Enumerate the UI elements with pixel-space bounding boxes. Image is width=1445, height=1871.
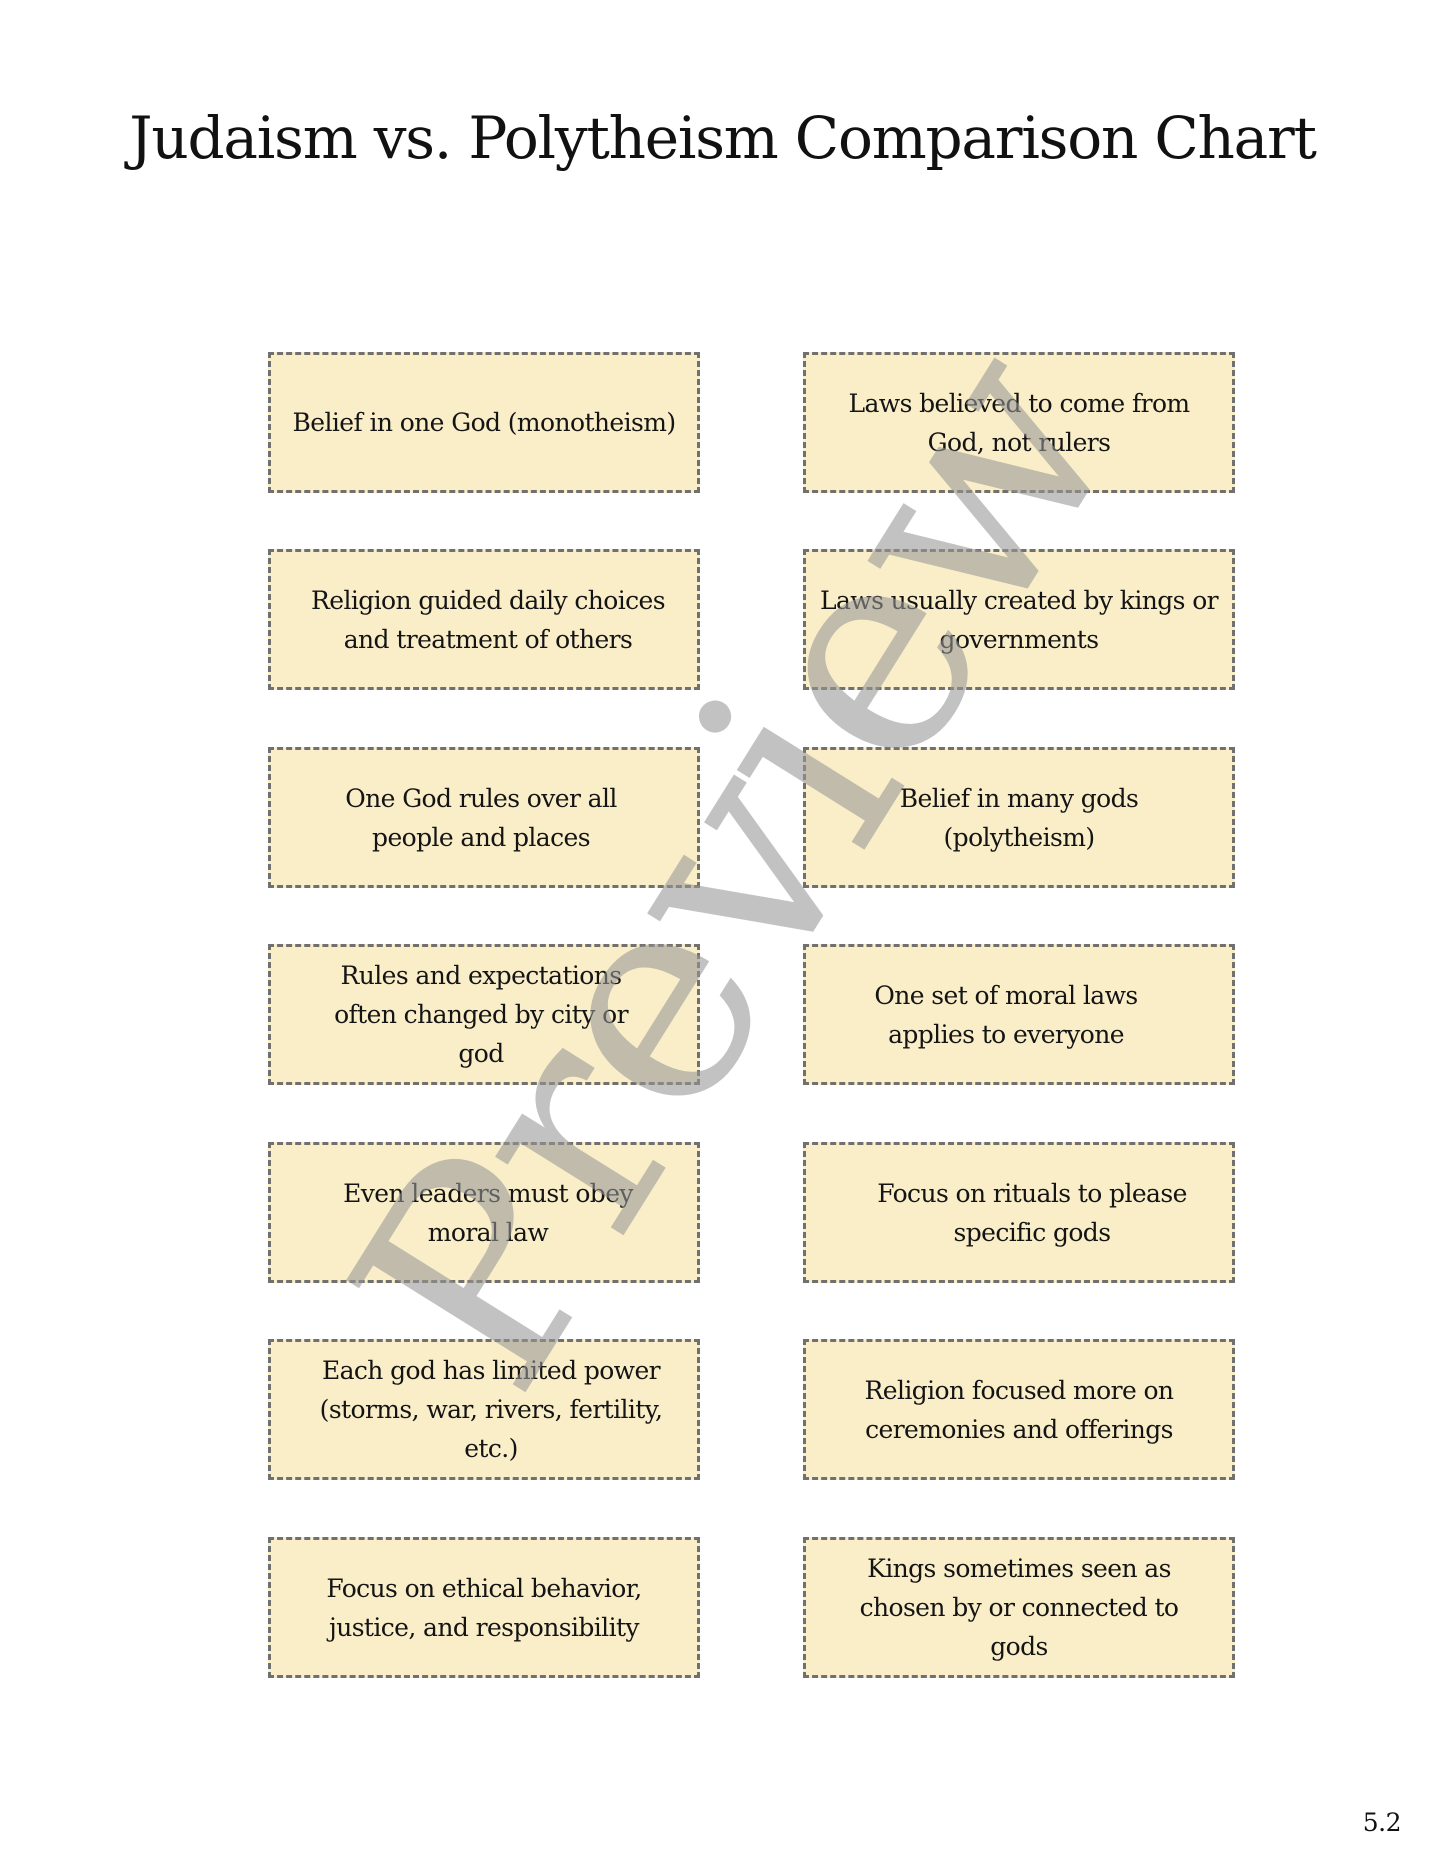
card-text: Belief in one God (monotheism) (292, 408, 677, 437)
sort-card-left-1[interactable]: Belief in one God (monotheism) (268, 352, 700, 493)
card-text: Belief in many gods (polytheism) (899, 783, 1139, 852)
card-text: Laws usually created by kings or governm… (819, 585, 1219, 654)
card-text: Even leaders must obey moral law (343, 1178, 633, 1247)
card-text: Laws believed to come from God, not rule… (848, 388, 1190, 457)
sort-card-left-2[interactable]: Religion guided daily choices and treatm… (268, 549, 700, 690)
sort-card-left-3[interactable]: One God rules over all people and places (268, 747, 700, 888)
page-title: Judaism vs. Polytheism Comparison Chart (129, 104, 1317, 172)
sort-card-left-7[interactable]: Focus on ethical behavior, justice, and … (268, 1537, 700, 1678)
sort-card-right-5[interactable]: Focus on rituals to please specific gods (803, 1142, 1235, 1283)
sort-card-right-2[interactable]: Laws usually created by kings or governm… (803, 549, 1235, 690)
page-number: 5.2 (1362, 1808, 1402, 1837)
sort-card-left-6[interactable]: Each god has limited power (storms, war,… (268, 1339, 700, 1480)
card-text: One God rules over all people and places (345, 783, 617, 852)
card-text: Kings sometimes seen as chosen by or con… (859, 1554, 1179, 1661)
card-text: Religion guided daily choices and treatm… (311, 585, 666, 654)
card-text: One set of moral laws applies to everyon… (874, 980, 1138, 1049)
sort-card-right-7[interactable]: Kings sometimes seen as chosen by or con… (803, 1537, 1235, 1678)
card-text: Rules and expectations often changed by … (334, 961, 628, 1068)
sort-card-left-5[interactable]: Even leaders must obey moral law (268, 1142, 700, 1283)
card-text: Each god has limited power (storms, war,… (319, 1356, 663, 1463)
card-text: Focus on rituals to please specific gods (877, 1178, 1187, 1247)
card-text: Religion focused more on ceremonies and … (864, 1375, 1175, 1444)
sort-card-right-3[interactable]: Belief in many gods (polytheism) (803, 747, 1235, 888)
sort-card-right-6[interactable]: Religion focused more on ceremonies and … (803, 1339, 1235, 1480)
sort-card-right-4[interactable]: One set of moral laws applies to everyon… (803, 944, 1235, 1085)
sort-card-left-4[interactable]: Rules and expectations often changed by … (268, 944, 700, 1085)
card-text: Focus on ethical behavior, justice, and … (326, 1573, 642, 1642)
sort-card-right-1[interactable]: Laws believed to come from God, not rule… (803, 352, 1235, 493)
